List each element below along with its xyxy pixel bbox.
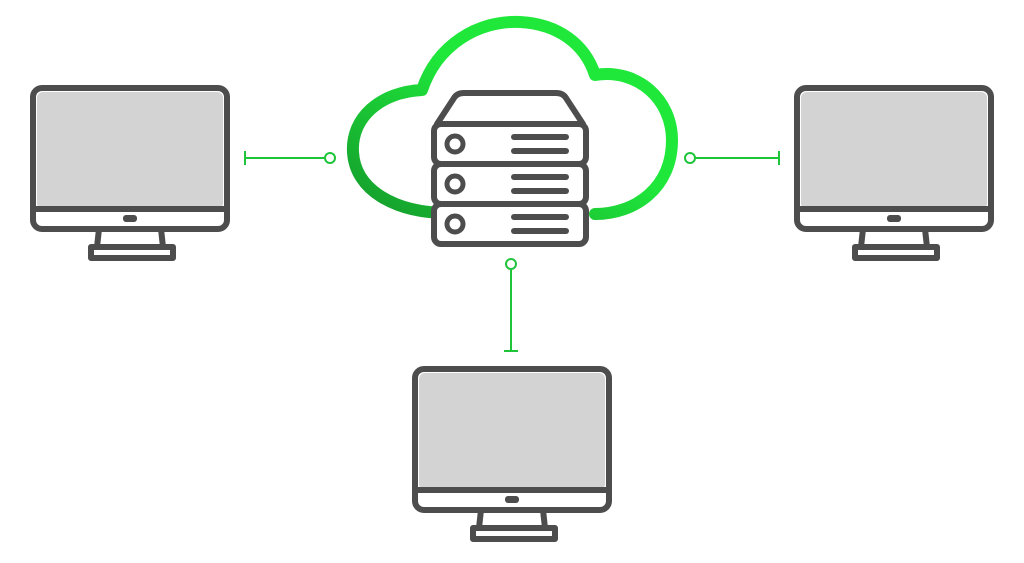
monitor-left (33, 88, 227, 258)
connector-left (244, 151, 336, 165)
monitor-bottom (415, 369, 609, 539)
monitor-right (797, 88, 991, 258)
monitor-icon (415, 369, 609, 539)
cloud-icon (346, 15, 678, 220)
server-stack-icon (431, 90, 589, 247)
monitor-icon (797, 88, 991, 258)
monitor-icon (33, 88, 227, 258)
connector-right (684, 151, 780, 165)
connector-bottom (504, 258, 518, 352)
